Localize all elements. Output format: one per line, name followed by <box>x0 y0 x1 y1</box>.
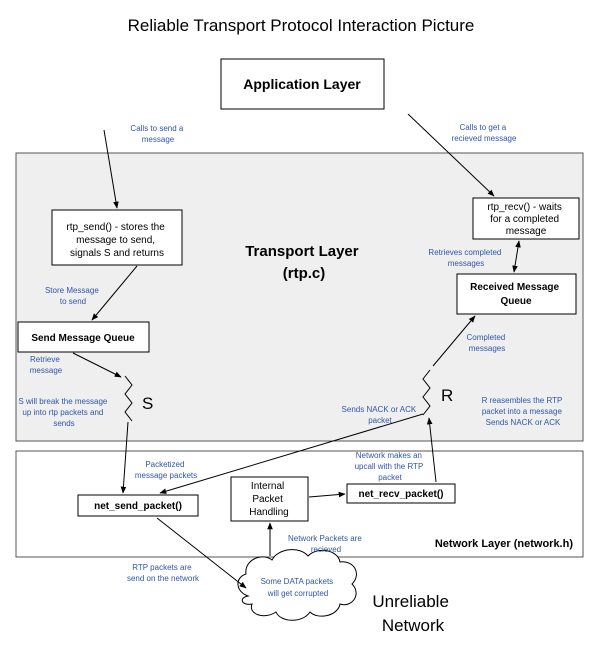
internal-packet-handling-box <box>230 476 309 522</box>
unreliable-cloud <box>237 549 357 621</box>
annotation-r-reassembles: R reasembles the RTP packet into a messa… <box>482 396 565 427</box>
transport-layer-label: Transport Layer (rtp.c) <box>245 243 363 282</box>
cloud-label: Some DATA packets will get corrupted <box>261 577 336 598</box>
r-thread-label: R <box>441 386 453 405</box>
annotation-store-message: Store Message to send <box>45 286 101 306</box>
arrow-queue-recv-rtp-recv <box>512 240 521 273</box>
s-thread-label: S <box>142 394 153 413</box>
annotation-calls-get: Calls to get a recieved message <box>452 123 517 143</box>
annotation-rtp-sent: RTP packets are send on the network <box>127 563 200 583</box>
arrow-app-to-rtp-send <box>103 129 119 209</box>
r-thread-zigzag <box>422 369 431 416</box>
internal-packet-handling-label: Internal Packet Handling <box>249 481 288 518</box>
send-message-queue-label: Send Message Queue <box>31 333 135 344</box>
net-send-packet-label: net_send_packet() <box>94 501 182 512</box>
network-layer-label: Network Layer (network.h) <box>435 538 573 550</box>
annotation-completed-messages: Completed messages <box>467 333 508 353</box>
send-message-queue-box <box>17 321 150 353</box>
diagram-title: Reliable Transport Protocol Interaction … <box>128 16 475 35</box>
s-thread-zigzag <box>124 375 133 422</box>
received-message-queue-box <box>456 273 577 315</box>
arrow-internal-to-net-recv <box>308 491 346 498</box>
net-send-packet-box <box>77 494 199 517</box>
annotation-upcall: Network makes an upcall with the RTP pac… <box>355 451 426 482</box>
arrow-rtp-send-to-queue <box>91 265 138 321</box>
rtp-send-label: rtp_send() - stores the message to send,… <box>66 222 167 259</box>
net-recv-packet-box <box>346 483 456 504</box>
arrow-queue-to-s <box>72 352 122 378</box>
arrow-r-to-net-send <box>159 413 424 494</box>
arrow-s-to-net-send <box>120 421 129 494</box>
arrow-r-to-recv-queue <box>432 315 476 367</box>
annotation-calls-send: Calls to send a message <box>130 124 185 144</box>
unreliable-network-label: Unreliable Network <box>372 592 453 635</box>
annotation-retrieves-completed: Retrieves completed messages <box>428 248 503 268</box>
net-recv-packet-label: net_recv_packet() <box>358 489 443 500</box>
application-layer-box <box>220 58 385 110</box>
rtp-send-box <box>51 209 183 266</box>
application-layer-label: Application Layer <box>243 76 361 92</box>
arrow-net-send-to-cloud <box>156 517 247 589</box>
arrow-app-to-rtp-recv <box>407 113 495 197</box>
rtp-recv-label: rtp_recv() - waits for a completed messa… <box>487 202 564 237</box>
arrow-net-recv-to-r <box>426 417 437 483</box>
annotation-s-breaks: S will break the message up into rtp pac… <box>18 397 109 428</box>
rtp-recv-box <box>472 197 580 240</box>
annotation-retrieve-message: Retrieve message <box>30 355 63 375</box>
annotation-packetized: Packetized message packets <box>135 460 197 480</box>
annotation-sends-nack: Sends NACK or ACK packet <box>342 405 419 425</box>
annotation-network-recieved: Network Packets are recieved <box>288 534 364 554</box>
received-message-queue-label: Received Message Queue <box>470 282 562 307</box>
